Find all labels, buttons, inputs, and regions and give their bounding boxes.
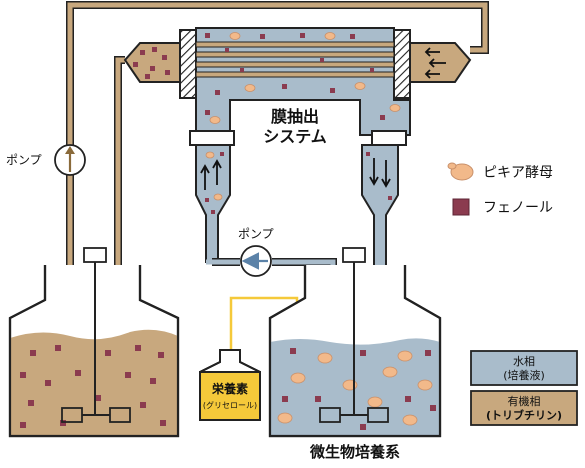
stirrer-icon xyxy=(319,247,389,423)
legend-aqueous-label: 水相 xyxy=(513,355,535,368)
nutrient-sub-label: (グリセロール) xyxy=(203,400,257,410)
organic-loop-pipe xyxy=(66,1,489,335)
hatched-seal-left xyxy=(179,29,197,99)
legend: ピキア酵母 フェノール 水相 (培養液) 有機相 (トリブチリン) xyxy=(447,162,578,426)
pump-label-center: ポンプ xyxy=(238,227,274,241)
membrane-system-label: 膜抽出 xyxy=(271,107,319,126)
phenol-square-icon xyxy=(452,198,470,216)
clamp-right xyxy=(371,130,407,146)
legend-yeast-label: ピキア酵母 xyxy=(483,165,553,181)
clamp-left xyxy=(189,130,235,146)
legend-organic-label: 有機相 xyxy=(508,394,541,408)
nutrient-bottle xyxy=(199,349,261,421)
organic-outlet-cone xyxy=(123,42,181,83)
nutrient-label: 栄養素 xyxy=(211,381,248,396)
aqueous-return-column xyxy=(195,144,231,263)
yeast-cell-icon xyxy=(447,162,474,181)
pump-icon xyxy=(54,144,86,176)
membrane-system-label: システム xyxy=(263,127,327,146)
hatched-seal-right xyxy=(393,29,411,99)
culture-system-label: 微生物培養系 xyxy=(309,443,400,461)
legend-phenol-label: フェノール xyxy=(483,200,553,216)
legend-aqueous-swatch xyxy=(470,350,578,386)
organic-inlet-cone xyxy=(409,42,472,83)
pump-icon xyxy=(240,245,272,277)
legend-organic-swatch xyxy=(470,390,578,426)
stirrer-icon xyxy=(61,247,131,423)
pump-label-left: ポンプ xyxy=(6,153,42,167)
legend-aqueous-sub-label: (培養液) xyxy=(503,368,545,382)
legend-organic-sub-label: (トリブチリン) xyxy=(486,408,562,422)
